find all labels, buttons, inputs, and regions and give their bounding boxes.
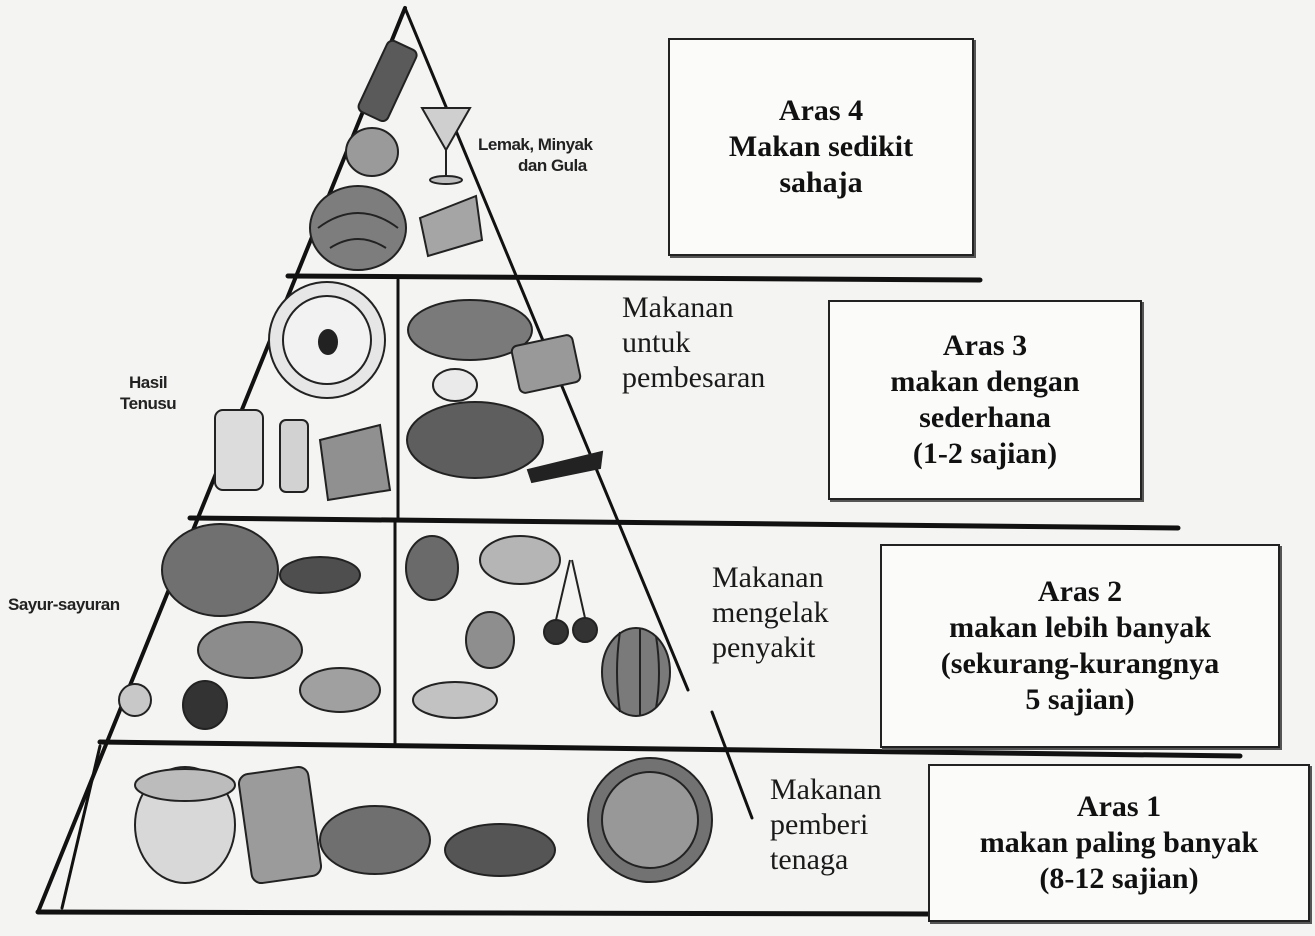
- noodle-plate: [445, 824, 555, 876]
- tuber-basket-inner: [602, 772, 698, 868]
- vegetables-illustration: [119, 524, 380, 729]
- leafy-greens: [198, 622, 302, 678]
- group-label-energy: Makanan pemberi tenaga: [770, 772, 882, 877]
- side-label-vegetables: Sayur-sayuran: [8, 594, 120, 615]
- milk-bottle: [280, 420, 308, 492]
- level-3-box: Aras 3 makan dengan sederhana (1-2 sajia…: [828, 300, 1142, 500]
- cherry-stems: [556, 560, 585, 620]
- group-label-growth: Makanan untuk pembesaran: [622, 290, 765, 395]
- jelly-shape: [346, 128, 398, 176]
- cabbage-shape: [162, 524, 278, 616]
- divider-level-4-3: [288, 276, 980, 280]
- carbohydrates-illustration: [135, 758, 712, 884]
- pyramid-base: [38, 912, 930, 914]
- onion-shape: [119, 684, 151, 716]
- pineapple-shape: [466, 612, 514, 668]
- dairy-illustration: [215, 282, 390, 500]
- divider-level-3-2: [190, 518, 1178, 528]
- side-label-dairy: Hasil Tenusu: [120, 372, 176, 414]
- banana-bunch: [480, 536, 560, 584]
- rice-pot-rim: [135, 769, 235, 801]
- egg-shape: [433, 369, 477, 401]
- base-left-edge: [62, 746, 100, 908]
- level-2-box: Aras 2 makan lebih banyak (sekurang-kura…: [880, 544, 1280, 748]
- avocado-shape: [406, 536, 458, 600]
- protein-illustration: [407, 300, 602, 482]
- bottle-shape: [357, 39, 419, 123]
- eggplant-shape: [183, 681, 227, 729]
- cucumber-shape: [280, 557, 360, 593]
- fish-shape: [407, 402, 543, 478]
- glass-base: [430, 176, 462, 184]
- level-4-box: Aras 4 Makan sedikit sahaja: [668, 38, 974, 256]
- cake-slice: [420, 196, 482, 256]
- fruit-bowl: [413, 682, 497, 718]
- bread-bag: [238, 766, 323, 885]
- group-label-fats: Lemak, Minyak dan Gula: [478, 134, 592, 176]
- group-label-disease-prevention: Makanan mengelak penyakit: [712, 560, 829, 665]
- fats-oils-sugar-illustration: [310, 39, 482, 270]
- cake-shape: [310, 186, 406, 270]
- fruits-illustration: [406, 536, 670, 718]
- gourd-shape: [300, 668, 380, 712]
- cherry-1: [544, 620, 568, 644]
- egg-yolk: [319, 330, 337, 354]
- cherry-2: [573, 618, 597, 642]
- cheese-block: [320, 425, 390, 500]
- knife-shape: [528, 452, 602, 482]
- pyramid-right-edge-lower: [712, 712, 752, 818]
- crackers-plate: [320, 806, 430, 874]
- milk-jug: [215, 410, 263, 490]
- level-1-box: Aras 1 makan paling banyak (8-12 sajian): [928, 764, 1310, 922]
